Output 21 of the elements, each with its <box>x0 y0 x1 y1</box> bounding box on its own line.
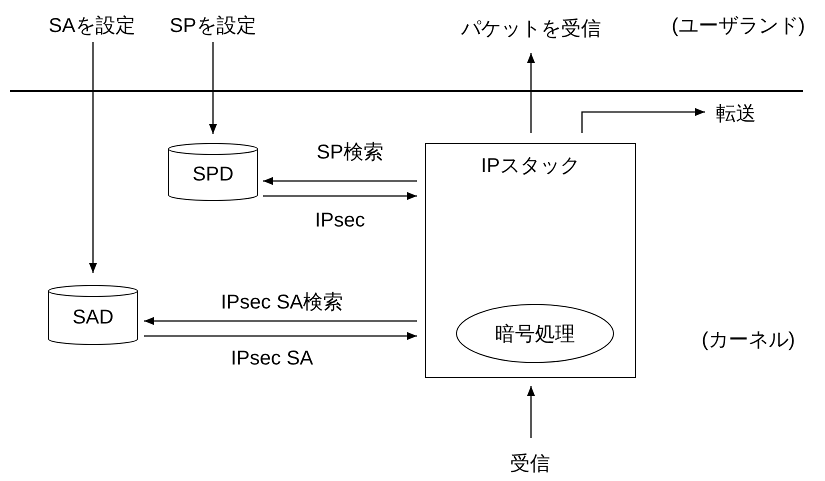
layer-label: (ユーザランド) <box>672 14 805 39</box>
arrow <box>144 332 417 340</box>
arrow <box>209 42 217 134</box>
node-label: SAを設定 <box>40 10 144 40</box>
arrow <box>144 317 417 325</box>
arrow <box>89 42 97 273</box>
arrow <box>263 192 417 200</box>
arrow <box>581 108 705 133</box>
node-label: パケットを受信 <box>460 13 602 43</box>
layer-label: (カーネル) <box>702 328 795 353</box>
node-label: 転送 <box>710 98 762 128</box>
node-label: 暗号処理 <box>495 322 575 347</box>
node-label: SPを設定 <box>160 10 266 40</box>
node-label: 受信 <box>505 448 555 478</box>
process-box <box>425 143 636 378</box>
arrow <box>527 53 535 133</box>
arrow <box>527 386 535 438</box>
node-label: SPD <box>192 164 234 186</box>
node-label: SAD <box>72 306 114 330</box>
box-title: IPスタック <box>481 154 580 179</box>
arrow <box>263 177 417 185</box>
